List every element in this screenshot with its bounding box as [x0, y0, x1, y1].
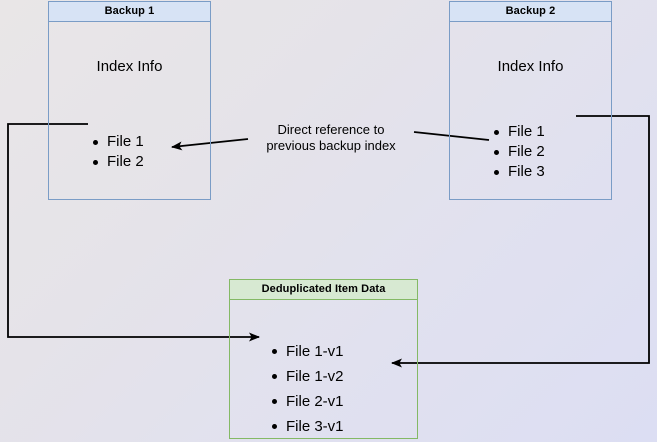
direct-reference-label: Direct reference to previous backup inde…: [246, 122, 416, 154]
backup2-body: Index Info File 1 File 2 File 3: [450, 22, 611, 199]
list-item: File 1-v2: [270, 364, 344, 389]
backup2-file-list: File 1 File 2 File 3: [492, 122, 545, 182]
list-item: File 1: [91, 132, 144, 152]
list-item: File 1: [492, 122, 545, 142]
deduplicated-item-data-box[interactable]: Deduplicated Item Data File 1-v1 File 1-…: [229, 279, 418, 439]
backup1-body: Index Info File 1 File 2: [49, 22, 210, 199]
list-item: File 1-v1: [270, 339, 344, 364]
backup1-index-info-label: Index Info: [96, 58, 163, 75]
list-item: File 3-v1: [270, 414, 344, 439]
list-item: File 2: [492, 142, 545, 162]
dedup-file-list: File 1-v1 File 1-v2 File 2-v1 File 3-v1: [270, 339, 344, 439]
list-item: File 2-v1: [270, 389, 344, 414]
backup2-box[interactable]: Backup 2 Index Info File 1 File 2 File 3: [449, 1, 612, 200]
backup1-box[interactable]: Backup 1 Index Info File 1 File 2: [48, 1, 211, 200]
direct-reference-label-line2: previous backup index: [266, 138, 396, 153]
backup1-file-list: File 1 File 2: [91, 132, 144, 172]
list-item: File 2: [91, 152, 144, 172]
direct-reference-label-line1: Direct reference to: [277, 122, 385, 137]
backup1-header: Backup 1: [49, 2, 210, 22]
dedup-header: Deduplicated Item Data: [230, 280, 417, 300]
list-item: File 3: [492, 162, 545, 182]
backup2-index-info-label: Index Info: [497, 58, 564, 75]
backup2-header: Backup 2: [450, 2, 611, 22]
dedup-body: File 1-v1 File 1-v2 File 2-v1 File 3-v1: [230, 300, 417, 438]
